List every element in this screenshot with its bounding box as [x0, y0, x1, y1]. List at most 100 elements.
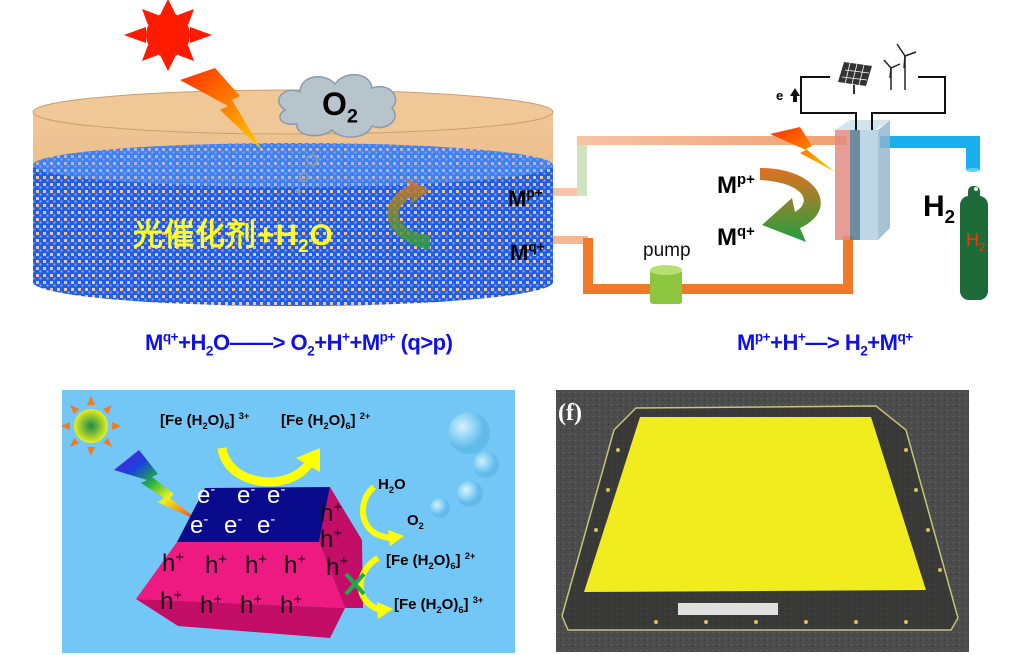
ion-charge: q+	[528, 239, 545, 255]
water-o: O	[394, 476, 406, 493]
fe2-complex-top: [Fe (H2O)6] 2+	[281, 411, 371, 431]
fe-sub: 2	[202, 421, 208, 431]
ion-mp-tank: Mp+	[508, 186, 543, 212]
hole-symbol: h	[200, 592, 214, 619]
fe-sup: 2+	[359, 411, 371, 421]
eq-sup: +	[797, 329, 806, 345]
eq-sub: 2	[307, 343, 315, 359]
fe-sup: 2+	[464, 551, 476, 561]
tank-label-h: H	[275, 219, 299, 252]
tank-label-o: O	[309, 219, 334, 252]
eq-sup: q+	[897, 329, 913, 345]
pump-label: pump	[643, 240, 691, 261]
electron-symbol: e	[237, 482, 251, 509]
fe-text: ]	[455, 552, 461, 569]
sun-icon	[62, 396, 121, 456]
fe-sub: 2	[428, 561, 434, 571]
fe-text: O)	[433, 552, 451, 569]
wind-turbine-icon	[883, 43, 917, 90]
water-label: H2O	[378, 476, 406, 495]
fe-text: [Fe (H	[281, 412, 324, 429]
eq-term: H	[844, 330, 861, 355]
upper-pipe	[553, 136, 847, 196]
fe-text: ]	[229, 412, 235, 429]
fe-text: ]	[350, 412, 356, 429]
oxygen-sub: 2	[418, 521, 424, 531]
fe-text: ]	[463, 596, 469, 613]
water-h: H	[378, 476, 389, 493]
electron-symbol: e	[257, 512, 271, 539]
loop-cycle-arrow	[760, 168, 821, 242]
electrolyzer-cell	[835, 120, 890, 240]
hydrogen-cylinder-icon	[960, 186, 988, 300]
electron-symbol: e	[190, 512, 204, 539]
fe3-complex-side: [Fe (H2O)6] 3+	[394, 595, 483, 615]
eq-term: M	[737, 330, 755, 355]
ion-charge: q+	[737, 224, 755, 240]
hydrogen-label: H2	[923, 190, 956, 227]
electron-symbol: e	[267, 482, 281, 509]
photo-graphic	[556, 390, 969, 652]
hole-charge: +	[258, 552, 268, 568]
hole: h+	[320, 526, 342, 554]
h2-sub: 2	[944, 206, 956, 227]
reduction-equation: Mp++H+—> H2+Mq+	[737, 329, 913, 358]
redox-cycle-arrow	[387, 178, 430, 250]
hole: h+	[162, 550, 184, 578]
oxygen-label: O2	[407, 512, 424, 531]
bubble-icon	[473, 452, 499, 478]
reactor-tank	[32, 89, 554, 306]
eq-term: M	[145, 330, 163, 355]
fe-sub: 6	[345, 421, 351, 431]
electron: e-	[257, 512, 275, 540]
ion-mq-tank: Mq+	[510, 240, 545, 266]
hole-charge: +	[333, 526, 343, 542]
bubble-icon	[457, 481, 483, 507]
electron: e-	[190, 512, 208, 540]
electron-symbol: e	[224, 512, 238, 539]
hole: h+	[240, 592, 262, 620]
electron-charge: -	[203, 512, 209, 528]
ion-mq-loop: Mq+	[717, 224, 755, 252]
reaction-arrow-icon: —>	[805, 330, 840, 355]
photocatalyst-crystal	[136, 487, 363, 638]
fe-sub: 6	[450, 561, 456, 571]
electron: e-	[267, 482, 285, 510]
hole-symbol: h	[320, 526, 334, 553]
eq-sup: p+	[379, 329, 396, 345]
fe-sub: 6	[458, 605, 464, 615]
panel-label: (f)	[558, 400, 582, 426]
eq-sup: +	[342, 329, 350, 345]
oxygen-cloud-icon	[278, 74, 397, 138]
bubble-icon	[430, 498, 450, 518]
cloud-label-o: O	[322, 86, 347, 122]
lightning-bolt-icon	[770, 127, 835, 172]
electron-charge: -	[280, 482, 286, 498]
cloud-label-sub: 2	[346, 105, 358, 128]
hole-charge: +	[218, 552, 228, 568]
frame-screws	[594, 448, 942, 624]
arrow-head-icon	[388, 530, 404, 546]
fe-text: O)	[328, 412, 346, 429]
yellow-photocatalyst-sheet	[584, 417, 926, 592]
pump-icon[interactable]	[650, 265, 682, 304]
mechanism-graphic	[62, 396, 499, 638]
hole-charge: +	[175, 550, 185, 566]
eq-term: +H	[314, 330, 342, 355]
bubble-icon	[448, 412, 490, 454]
fe-sub: 2	[323, 421, 329, 431]
hole: h+	[200, 592, 222, 620]
bubble-icon	[295, 188, 301, 194]
solar-panel-icon	[838, 62, 872, 94]
electron: e-	[224, 512, 242, 540]
hole-charge: +	[333, 500, 343, 516]
hole-symbol: h	[240, 592, 254, 619]
hole-symbol: h	[280, 592, 294, 619]
electron: e-	[197, 482, 215, 510]
lightning-bolt-icon	[180, 68, 262, 150]
arrow-head-icon	[296, 448, 320, 472]
external-circuit	[800, 76, 946, 130]
hole-symbol: h	[284, 552, 298, 579]
photocatalysis-mechanism-panel: [Fe (H2O)6] 3+ [Fe (H2O)6] 2+ H2O O2 [Fe…	[62, 390, 515, 653]
hole: h+	[326, 554, 348, 582]
